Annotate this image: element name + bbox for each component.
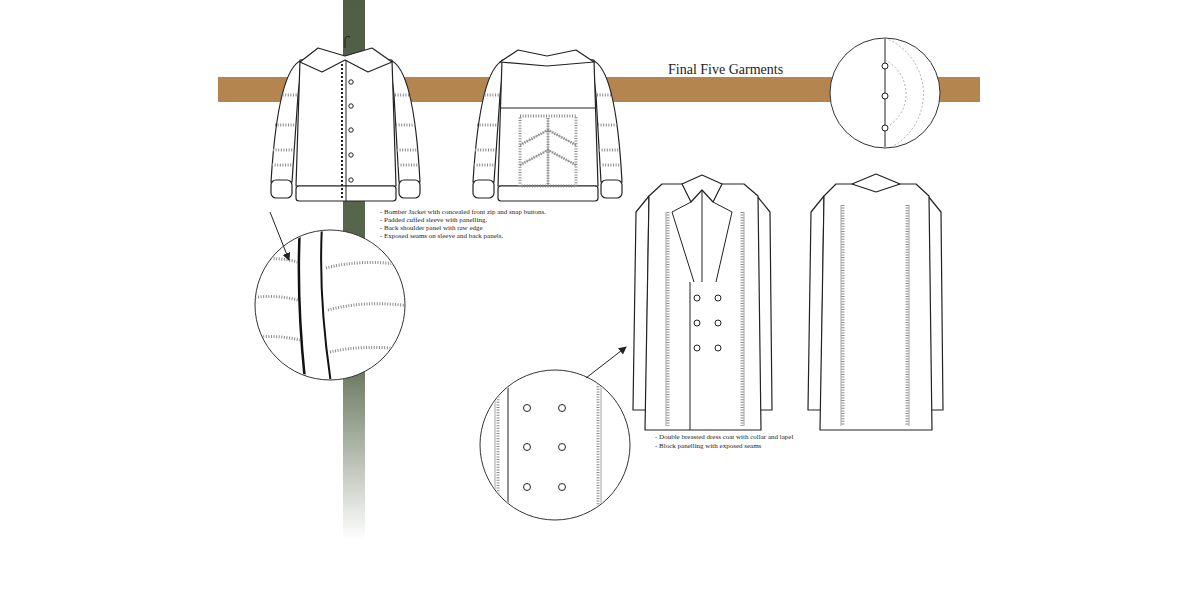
leader-arrow xyxy=(270,212,289,260)
bomber-back xyxy=(473,50,622,201)
spec-note: - Padded cuffed sleeve with panelling. xyxy=(380,216,487,224)
spec-note: - Bomber Jacket with concealed front zip… xyxy=(380,208,546,216)
detail-circle xyxy=(240,225,410,390)
detail-circle xyxy=(480,368,630,522)
spec-note: - Back shoulder panel with raw edge xyxy=(380,224,483,232)
spec-note: - Double breasted dress coat with collar… xyxy=(655,433,793,441)
bomber-front xyxy=(271,36,420,201)
leader-arrow xyxy=(586,347,626,378)
spec-note: - Block panelling with exposed seams xyxy=(655,442,761,450)
detail-circle xyxy=(830,38,940,150)
sheet-title: Final Five Garments xyxy=(668,62,783,78)
spec-note: - Exposed seams on sleeve and back panel… xyxy=(380,232,503,240)
coat-back xyxy=(808,174,943,430)
coat-front xyxy=(633,175,772,430)
